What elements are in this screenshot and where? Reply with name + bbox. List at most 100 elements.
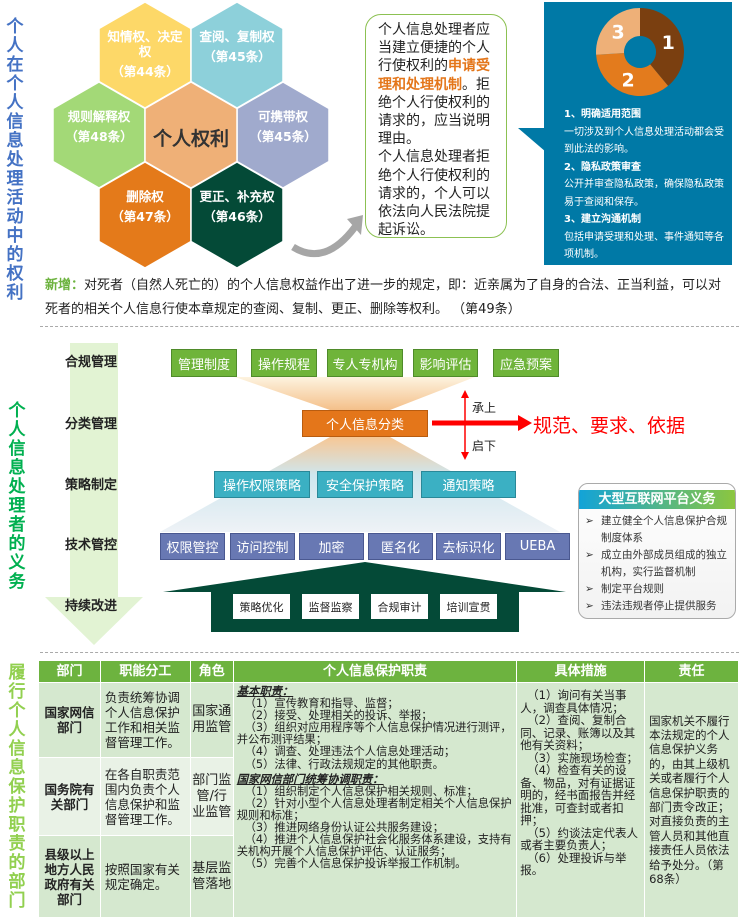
arrow-bullet-icon: ➢ (585, 583, 594, 595)
right-name: 删除权 (126, 189, 164, 204)
obligations-summary-panel: 1 2 3 1、明确适用范围 一切涉及到个人信息处理活动都会受到此法的影响。 2、隐… (544, 2, 732, 265)
bubble-highlight: 申请受理和处理机制 (378, 58, 490, 93)
departments-table: 部门 职能分工 角色 个人信息保护职责 具体措施 责任 国家网信部门 负责统筹协… (38, 660, 739, 918)
header-responsibility: 责任 (644, 660, 739, 683)
new-provision-note: 新增：对死者（自然人死亡的）的个人信息权益作出了进一步的规定，即：近亲属为了自身… (45, 274, 725, 322)
role-cell: 基层监管落地 (189, 835, 234, 918)
point-1-text: 一切涉及到个人信息处理活动都会受到此法的影响。 (564, 126, 724, 156)
improve-box: 策略优化 (233, 594, 290, 619)
duty-item: （2）接受、处理相关的投诉、举报； (244, 709, 433, 723)
platform-item: ➢违法违规者停止提供服务 (585, 598, 731, 615)
header-role: 角色 (189, 660, 234, 683)
duty-item: （1）宣传教育和指导、监督； (244, 697, 399, 711)
right-name: 规则解释权 (67, 109, 131, 124)
right-article: （第48条） (65, 129, 133, 144)
duty-item: （5）完善个人信息保护投诉举报工作机制。 (244, 857, 467, 871)
duty-item: （5）法律、行政法规规定的其他职责。 (244, 757, 444, 771)
note-text: 对死者（自然人死亡的）的个人信息权益作出了进一步的规定，即：近亲属为了自身的合法… (45, 278, 722, 317)
improve-box: 合规审计 (371, 594, 428, 619)
row-label-improvement: 持续改进 (65, 599, 118, 614)
measure-item: （4）检查有关的设备、物品，对有证据证明的，经书面报告并经批准，可查封或者扣押； (520, 763, 636, 827)
bubble-text-3: 个人信息处理者拒绝个人行使权利的请求的，个人可以依法向人民法院提起诉讼。 (378, 149, 490, 239)
tech-box: 访问控制 (230, 533, 295, 560)
responsibility-cell: 国家机关不履行本法规定的个人信息保护义务的，由其上级机关或者履行个人信息保护职责… (644, 682, 739, 918)
center-hexagon (144, 81, 238, 189)
right-article: （第44条） (111, 64, 179, 79)
bubble-text-2: 。拒绝个人行使权利的请求的，应当说明理由。 (378, 76, 490, 148)
section-rights-title: 个人在个人信息处理活动中的权利 (6, 17, 24, 303)
rights-hexagon-diagram (52, 1, 330, 269)
improve-box: 培训宣贯 (440, 594, 497, 619)
basic-duties-title: 基本职责： (236, 685, 294, 698)
center-hex-label: 个人权利 (152, 128, 229, 150)
right-name: 更正、补充权 (199, 189, 275, 204)
process-arrow (45, 343, 143, 645)
right-name: 可携带权 (257, 109, 308, 124)
arrow-bullet-icon: ➢ (585, 600, 594, 612)
measure-item: （2）查阅、复制合同、记录、账簿以及其他有关资料； (520, 713, 636, 752)
measure-item: （5）约谈法定代表人或者主要负责人； (520, 825, 638, 852)
row-label-strategy: 策略制定 (65, 478, 118, 493)
right-label: 可携带权 （第45条） (245, 109, 321, 144)
duty-item: （1）组织制定个人信息保护相关规则、标准； (244, 784, 478, 798)
donut-segment (640, 8, 685, 86)
tech-box: UEBA (505, 533, 570, 560)
donut-label: 1 (662, 32, 675, 54)
role-cell: 国家通用监管 (189, 682, 234, 758)
right-label: 知情权、决定权 （第44条） (107, 29, 183, 79)
header-duties: 个人信息保护职责 (232, 660, 518, 683)
table-header-row: 部门 职能分工 角色 个人信息保护职责 具体措施 责任 (38, 660, 739, 683)
arrow-bullet-icon: ➢ (585, 515, 594, 527)
platform-title: 大型互联网平台义务 (579, 490, 735, 509)
donut-label: 3 (612, 21, 625, 43)
request-mechanism-bubble: 个人信息处理者应当建立便捷的个人行使权利的申请受理和处理机制。拒绝个人行使权利的… (365, 14, 507, 238)
note-article: （第49条） (452, 302, 521, 317)
right-label: 规则解释权 （第48条） (61, 109, 137, 144)
header-measures: 具体措施 (516, 660, 646, 683)
duty-item: （4）调查、处理违法个人信息处理活动； (244, 745, 456, 759)
function-cell: 负责统筹协调个人信息保护工作和相关监督管理工作。 (99, 682, 191, 758)
result-label: 规范、要求、依据 (533, 415, 686, 437)
improvement-house (163, 562, 566, 632)
duties-cell: 基本职责： （1）宣传教育和指导、监督； （2）接受、处理相关的投诉、举报； （… (232, 682, 518, 918)
donut-chart: 1 2 3 (596, 8, 685, 96)
arrow-bullet-icon: ➢ (585, 549, 594, 561)
row-label-technical: 技术管控 (65, 538, 118, 553)
row-label-classification: 分类管理 (65, 417, 118, 432)
section-departments-title: 履行个人信息保护职责的部门 (8, 663, 26, 911)
row-label-compliance: 合规管理 (65, 355, 118, 370)
classification-box: 个人信息分类 (302, 410, 428, 437)
improve-box: 监督监察 (302, 594, 359, 619)
table-row: 国家网信部门 负责统筹协调个人信息保护工作和相关监督管理工作。 国家通用监管 基… (38, 682, 739, 918)
function-cell: 在各自职责范围内负责个人信息保护和监督管理工作。 (99, 757, 191, 836)
section-obligations-title: 个人信息处理者的义务 (8, 401, 26, 592)
tech-box: 去标识化 (436, 533, 501, 560)
divider (40, 652, 739, 653)
bubble-text-1: 个人信息处理者应当建立便捷的个人行使权利的 (378, 22, 490, 75)
right-label: 查阅、复制权（第45条） (199, 29, 275, 64)
dept-cell: 国家网信部门 (38, 682, 101, 758)
strategy-box: 通知策略 (421, 471, 516, 498)
platform-obligations-card: 大型互联网平台义务 ➢建立健全个人信息保护合规制度体系 ➢成立由外部成员组成的独… (578, 483, 736, 619)
donut-segment (596, 8, 640, 55)
function-cell: 按照国家有关规定确定。 (99, 835, 191, 918)
role-cell: 部门监管/行业监管 (189, 757, 234, 836)
point-1-title: 1、明确适用范围 (564, 109, 641, 120)
tech-box: 加密 (299, 533, 364, 560)
right-article: （第45条） (249, 129, 317, 144)
platform-item: ➢制定平台规则 (585, 581, 731, 598)
duty-item: （3）组织对应用程序等个人信息保护情况进行测评，并公布测评结果； (236, 721, 512, 747)
point-3-text: 包括申请受理和处理、事件通知等各项机制。 (564, 231, 724, 261)
tech-box: 权限管控 (160, 533, 225, 560)
right-name: 查阅、复制权 (199, 29, 275, 44)
compliance-box: 管理制度 (171, 349, 237, 377)
platform-item: ➢建立健全个人信息保护合规制度体系 (585, 515, 727, 544)
point-2-title: 2、隐私政策审查 (564, 161, 641, 173)
duty-item: （4）推进个人信息保护社会化服务体系建设，支持有关机构开展个人信息保护评估、认证… (236, 833, 512, 859)
right-article: （第46条） (203, 209, 271, 224)
point-2-text: 公开并审查隐私政策，确保隐私政策易于查阅和保存。 (564, 179, 724, 208)
compliance-box: 专人专机构 (327, 349, 403, 377)
donut-label: 2 (621, 70, 634, 92)
right-label: 更正、补充权 （第46条） (199, 189, 275, 224)
right-name: 知情权、决定权 (107, 29, 183, 59)
